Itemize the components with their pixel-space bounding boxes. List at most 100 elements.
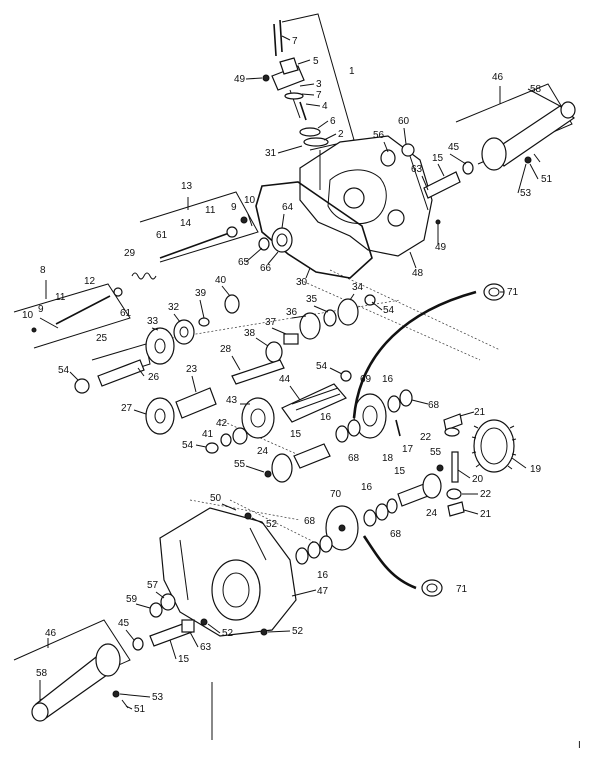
label-11a: 11 (205, 205, 216, 216)
bushing-63-left (181, 619, 195, 633)
label-21a: 21 (474, 407, 486, 418)
label-9b: 9 (38, 304, 44, 315)
label-21b: 21 (480, 509, 492, 520)
pin-20 (451, 451, 459, 483)
block-21b (447, 501, 465, 517)
label-50: 50 (210, 493, 222, 504)
collar-35 (323, 309, 337, 327)
label-60: 60 (398, 116, 410, 127)
gear-34 (337, 298, 359, 326)
shift-rod-13 (159, 213, 253, 259)
label-31: 31 (265, 148, 277, 159)
callout-labels: 7 1 5 49 3 7 4 6 2 31 46 58 60 56 45 15 … (22, 36, 581, 751)
label-71b: 71 (456, 584, 468, 595)
label-7b: 7 (316, 90, 322, 101)
label-55a: 55 (234, 459, 246, 470)
plate-70 (325, 505, 359, 551)
label-68b: 68 (348, 453, 360, 464)
label-18: 18 (382, 453, 394, 464)
arrow-71-bottom (362, 535, 443, 597)
shift-rod-8 (31, 287, 123, 333)
label-49b: 49 (435, 242, 447, 253)
label-22a: 22 (420, 432, 432, 443)
label-33: 33 (147, 316, 159, 327)
label-12: 12 (84, 276, 96, 287)
gear-27 (145, 397, 175, 435)
gear-64 (258, 227, 293, 253)
shaft-28 (231, 359, 285, 385)
gasket-30 (255, 181, 373, 279)
label-16c: 16 (361, 482, 373, 493)
label-68a: 68 (428, 400, 440, 411)
label-11b: 11 (55, 292, 66, 303)
label-37: 37 (265, 317, 277, 328)
label-38: 38 (244, 328, 256, 339)
bearing-57 (160, 593, 176, 611)
gear-38 (265, 341, 283, 363)
axle-tube-46-top (481, 101, 576, 171)
gear-36 (299, 312, 321, 340)
washers-16-68-a (335, 389, 413, 443)
label-63b: 63 (200, 642, 212, 653)
gear-43 (241, 397, 275, 439)
washer-45-left (132, 637, 144, 651)
label-52a: 52 (266, 519, 278, 530)
label-57: 57 (147, 580, 159, 591)
label-24a: 24 (257, 446, 269, 457)
label-36: 36 (286, 307, 298, 318)
block-21a (443, 413, 463, 431)
label-63a: 63 (411, 164, 423, 175)
top-right-small-parts (380, 143, 474, 225)
label-24b: 24 (426, 508, 438, 519)
washer-54d (205, 442, 219, 454)
label-13: 13 (181, 181, 193, 192)
washers-16-68-b (295, 498, 398, 565)
label-59: 59 (126, 594, 138, 605)
washer-55b (436, 464, 444, 472)
gear-32 (173, 319, 195, 345)
label-10b: 10 (22, 310, 34, 321)
label-53a: 53 (520, 188, 532, 199)
label-10a: 10 (244, 195, 256, 206)
bracket-part-13 (139, 191, 259, 263)
label-4: 4 (322, 101, 328, 112)
label-15d: 15 (178, 654, 190, 665)
label-7a: 7 (292, 36, 298, 47)
label-46b: 46 (45, 628, 57, 639)
label-68d: 68 (390, 529, 402, 540)
label-2: 2 (338, 129, 344, 140)
label-28: 28 (220, 344, 232, 355)
label-48: 48 (412, 268, 424, 279)
label-26: 26 (148, 372, 160, 383)
label-16a: 16 (382, 374, 394, 385)
label-43: 43 (226, 395, 238, 406)
label-1: 1 (349, 66, 355, 77)
label-51a: 51 (541, 174, 553, 185)
bolts-52 (200, 512, 268, 636)
label-44: 44 (279, 374, 291, 385)
ring-gear-19 (471, 419, 517, 473)
gear-40 (224, 294, 240, 314)
label-32: 32 (168, 302, 180, 313)
label-15c: 15 (394, 466, 406, 477)
label-20: 20 (472, 474, 484, 485)
label-45b: 45 (118, 618, 130, 629)
label-52b: 52 (222, 628, 234, 639)
pin-17 (395, 419, 401, 437)
label-25: 25 (96, 333, 108, 344)
label-15a: 15 (432, 153, 444, 164)
label-69: 69 (360, 374, 372, 385)
seal-59 (149, 602, 163, 618)
label-49a: 49 (234, 74, 246, 85)
gear-24-lower (422, 473, 442, 499)
label-35: 35 (306, 294, 318, 305)
label-16d: 16 (317, 570, 329, 581)
label-17: 17 (402, 444, 414, 455)
label-65: 65 (238, 257, 250, 268)
label-68c: 68 (304, 516, 316, 527)
label-71a: 71 (507, 287, 519, 298)
label-47: 47 (317, 586, 329, 597)
label-52c: 52 (292, 626, 304, 637)
gear-22a (444, 427, 460, 437)
